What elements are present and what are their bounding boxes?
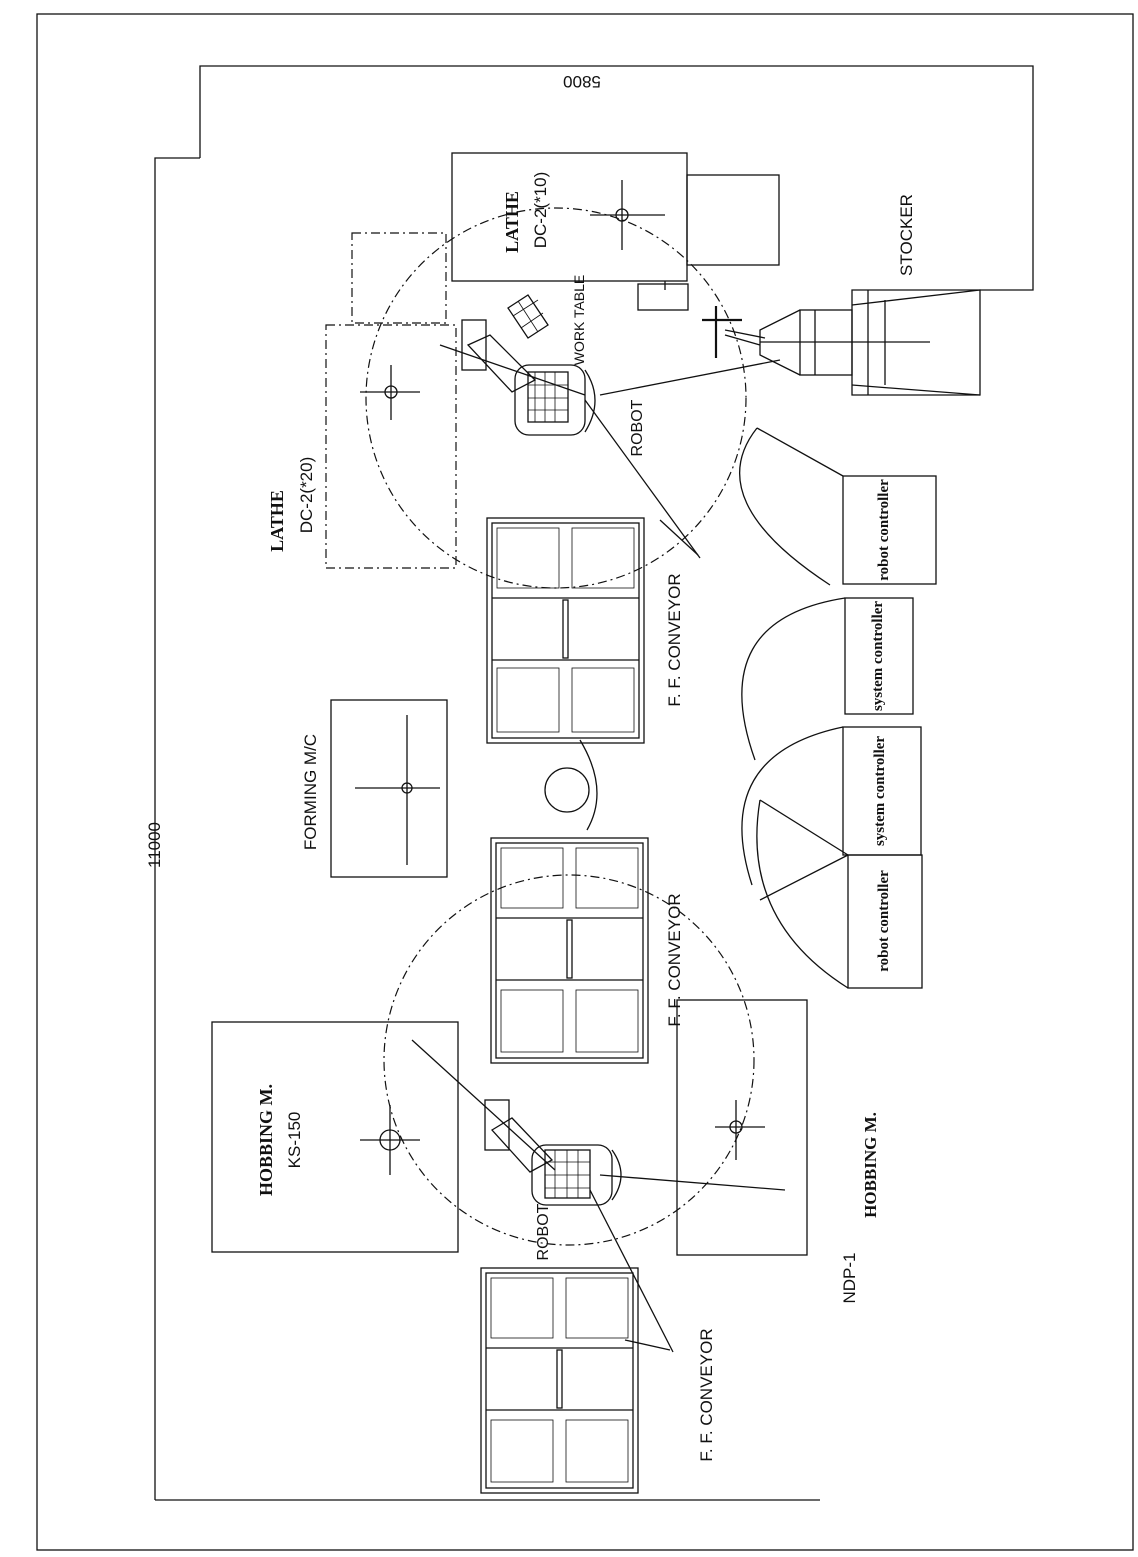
hobbing-ks150: HOBBING M. KS-150 xyxy=(211,1021,459,1253)
hobbing-ndp1: NDP-1 HOBBING M. xyxy=(676,999,880,1304)
lathe-top-label: LATHE xyxy=(502,191,522,253)
robot-controller-1-label: robot controller xyxy=(876,479,892,581)
lathe-left-model: DC-2(*20) xyxy=(297,457,316,534)
system-controller-1: system controller xyxy=(741,597,914,761)
dimension-5800: 5800 xyxy=(563,72,601,91)
robot-2-label: ROBOT xyxy=(535,1203,552,1260)
robot-2-reach-circle xyxy=(383,874,755,1246)
ff-conveyor-1-label: F. F. CONVEYOR xyxy=(665,573,684,706)
lathe-dc2-20: LATHE DC-2(*20) xyxy=(267,324,457,569)
robot-2: ROBOT xyxy=(411,1039,786,1353)
lathe-left-label: LATHE xyxy=(267,490,287,552)
ff-conveyor-3-label: F. F. CONVEYOR xyxy=(697,1328,716,1461)
hobbing-left-model: KS-150 xyxy=(285,1112,304,1169)
ff-conveyor-2: F. F. CONVEYOR xyxy=(490,837,684,1064)
ff-conveyor-2-label: F. F. CONVEYOR xyxy=(665,893,684,1026)
conveyor-transfer-circle xyxy=(544,767,590,813)
ff-conveyor-1: F. F. CONVEYOR xyxy=(486,517,684,744)
work-table-label: WORK TABLE xyxy=(571,275,587,366)
robot-gripper xyxy=(702,306,766,358)
lathe-dc2-10: LATHE DC-2(*10) xyxy=(451,152,780,311)
lathe-top-chuck-zone xyxy=(351,232,447,324)
system-controller-1-label: system controller xyxy=(870,601,886,711)
dimension-5800-line xyxy=(199,65,1034,291)
hobbing-right-model: NDP-1 xyxy=(840,1252,859,1303)
lathe-top-model: DC-2(*10) xyxy=(531,172,550,249)
robot-1: ROBOT xyxy=(439,319,781,559)
robot-controller-2-label: robot controller xyxy=(876,870,892,972)
work-table: WORK TABLE xyxy=(507,275,587,366)
robot-controller-2: robot controller xyxy=(756,799,923,989)
forming-mc: FORMING M/C xyxy=(301,699,448,878)
ff-conveyor-3: F. F. CONVEYOR xyxy=(480,1267,716,1494)
system-controller-2-label: system controller xyxy=(872,736,888,846)
forming-label: FORMING M/C xyxy=(301,734,320,850)
stocker-label: STOCKER xyxy=(897,194,916,276)
stocker: STOCKER xyxy=(759,194,981,396)
robot-controller-1: robot controller xyxy=(739,427,937,586)
dimension-11000-line xyxy=(154,157,200,1500)
hobbing-left-label: HOBBING M. xyxy=(256,1084,276,1196)
robot-1-label: ROBOT xyxy=(629,399,646,456)
page-frame xyxy=(36,13,1134,1551)
hobbing-right-label: HOBBING M. xyxy=(861,1112,880,1218)
conveyor-link xyxy=(579,739,598,831)
dimension-11000: 11000 xyxy=(145,822,164,868)
